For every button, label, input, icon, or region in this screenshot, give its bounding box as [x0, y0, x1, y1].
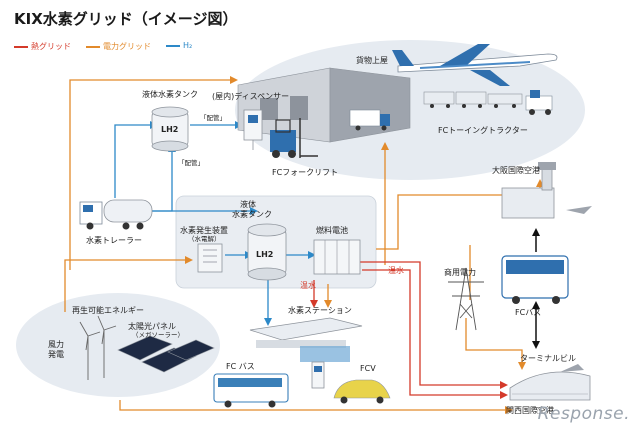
- lh2-tank-center-label-2: 水素タンク: [232, 210, 272, 219]
- commercial-power-label: 商用電力: [444, 268, 476, 277]
- diagram-title: KIX水素グリッド（イメージ図）: [14, 10, 238, 28]
- indoor-dispenser-label: (屋内)ディスペンサー: [212, 92, 290, 101]
- fc-bus-station-label: FC バス: [226, 362, 255, 371]
- wind-power-label-1: 風力: [48, 340, 64, 349]
- heat-grid-lines: [313, 261, 500, 396]
- lh2-tank-center: [247, 223, 287, 281]
- fcv-car: [333, 379, 391, 404]
- electrolyzer-label-1: 水素発生装置: [180, 226, 228, 235]
- piping-label-mid: 「配管」: [178, 159, 204, 167]
- legend-h2: H₂: [166, 41, 192, 50]
- piping-label-top: 「配管」: [200, 114, 226, 122]
- fc-bus-station: [213, 373, 289, 408]
- hydrogen-trailer-label: 水素トレーラー: [86, 236, 142, 245]
- hydrogen-trailer: [79, 199, 153, 230]
- wind-power-label-2: 発電: [48, 350, 64, 359]
- h2-lines: [114, 124, 308, 318]
- power-pylon: [448, 267, 484, 331]
- renewable-energy-label: 再生可能エネルギー: [72, 306, 144, 315]
- legend-heat: 熱グリッド: [14, 41, 71, 52]
- legend-h2-label: H₂: [183, 41, 193, 50]
- legend-heat-label: 熱グリッド: [31, 42, 71, 51]
- response-watermark: Response.: [537, 404, 630, 424]
- terminal-building-label: ターミナルビル: [520, 354, 576, 363]
- osaka-airport-label: 大阪国際空港: [492, 166, 540, 175]
- fc-forklift: [270, 118, 318, 158]
- lh2-tank-center-label-1: 液体: [240, 200, 256, 209]
- lh2-tank-top: [151, 106, 189, 152]
- legend-h2-swatch: [166, 44, 180, 47]
- fc-bus-right: [501, 255, 569, 304]
- solar-panel-label-1: 太陽光パネル: [128, 322, 176, 331]
- fcv-label: FCV: [360, 364, 376, 373]
- lh2-tank-top-tag: LH2: [161, 125, 179, 134]
- kansai-airport-label: 関西国際空港: [506, 406, 554, 415]
- legend-power-label: 電力グリッド: [103, 42, 151, 51]
- legend-power: 電力グリッド: [86, 41, 151, 52]
- fc-bus-right-label: FCバス: [515, 308, 542, 317]
- fc-towing-tractor-label: FCトーイングトラクター: [438, 126, 528, 135]
- wind-turbines: [79, 315, 117, 380]
- heat-arrowheads: [310, 300, 508, 399]
- station-dispenser: [311, 361, 325, 389]
- fc-forklift-label: FCフォークリフト: [272, 168, 339, 177]
- solar-panels: [117, 335, 215, 373]
- hot-water-label-2: 温水: [388, 266, 404, 275]
- airplane: [392, 44, 558, 86]
- renewable-area-blob: [16, 293, 220, 397]
- hydrogen-station-label: 水素ステーション: [288, 306, 352, 315]
- legend-power-swatch: [86, 45, 100, 48]
- fuel-cell-label: 燃料電池: [316, 226, 348, 235]
- lh2-tank-center-tag: LH2: [256, 250, 274, 259]
- electrolyzer-unit: [197, 243, 223, 273]
- hot-water-label-1: 温水: [300, 281, 316, 290]
- electrolyzer-label-2: （水電解）: [188, 235, 221, 243]
- hydrogen-station: [249, 317, 363, 362]
- legend-heat-swatch: [14, 45, 28, 48]
- cargo-terminal-label: 貨物上屋: [356, 56, 388, 65]
- fc-towing-tractor: [423, 90, 553, 115]
- indoor-dispenser: [243, 109, 263, 150]
- bus-route-arrow: [532, 228, 540, 349]
- delivery-truck: [349, 109, 390, 131]
- osaka-airport-building: [501, 162, 592, 219]
- lh2-tank-label: 液体水素タンク: [142, 90, 198, 99]
- terminal-building: [509, 364, 591, 401]
- solar-panel-label-2: （メガソーラー）: [132, 331, 184, 339]
- fuel-cell-rack: [313, 239, 361, 275]
